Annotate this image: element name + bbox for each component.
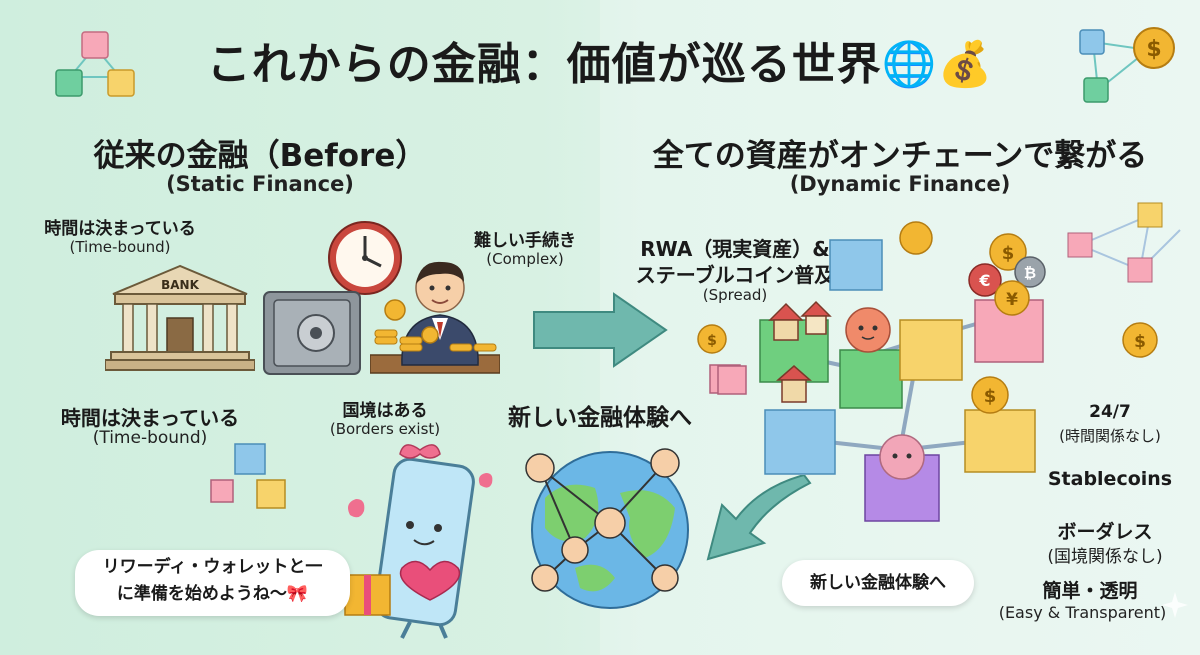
left-subheading: (Static Finance) xyxy=(166,172,354,196)
coin-right-edge-icon: $ xyxy=(1122,322,1158,358)
coin-bitcoin-text: ₿ xyxy=(1024,264,1036,282)
arrow-right-icon xyxy=(533,292,668,368)
globe-network-icon xyxy=(525,448,689,609)
sparkle-icon xyxy=(1162,592,1188,618)
speech-left-line2: に準備を始めようね〜🎀 xyxy=(116,584,309,604)
safe-icon xyxy=(263,291,361,375)
label-complex: 難しい手続き xyxy=(474,231,576,251)
arrow-curved-back-icon xyxy=(706,475,812,561)
blockchain-network-icon: $ € ₿ ¥ $ $ xyxy=(699,221,1046,522)
coin-right-edge-text: $ xyxy=(1134,332,1146,352)
label-time-bound-bottom-en: (Time-bound) xyxy=(92,428,208,448)
coin-euro-text: € xyxy=(978,271,990,290)
label-time-bound-top: 時間は決まっている xyxy=(44,219,196,239)
coin-dollar-text: $ xyxy=(1002,243,1015,264)
label-stablecoins: Stablecoins xyxy=(1047,468,1173,490)
cube-pink-small-icon xyxy=(717,365,747,395)
label-rwa-en: (Spread) xyxy=(702,286,768,304)
speech-bubble-left: リワーディ・ウォレットと一 に準備を始めようね〜🎀 xyxy=(75,550,350,616)
label-rwa-line1: RWA（現実資産）& xyxy=(640,237,830,261)
label-easy-en: (Easy & Transparent) xyxy=(998,603,1167,622)
coin-small-left-text: $ xyxy=(707,333,717,349)
cube-network-right-icon xyxy=(1067,202,1181,283)
cube-cluster-bottom-left-icon xyxy=(210,443,286,509)
coin-small-left-icon: $ xyxy=(697,324,727,354)
right-heading: 全ての資産がオンチェーンで繋がる xyxy=(652,138,1148,174)
clock-icon xyxy=(328,221,402,295)
coin-yen-text: ¥ xyxy=(1006,290,1018,310)
main-title: これからの金融：価値が巡る世界🌐💰 xyxy=(206,39,994,90)
label-new-experience: 新しい金融体験へ xyxy=(508,405,692,431)
wallet-phone-character-icon xyxy=(344,444,493,639)
businessman-icon xyxy=(370,261,500,374)
coin-dollar-text-2: $ xyxy=(984,386,997,407)
bank-building-icon: BANK xyxy=(105,264,255,371)
right-subheading: (Dynamic Finance) xyxy=(789,172,1011,196)
cube-coin-cluster-top-right-icon: $ xyxy=(1079,27,1175,103)
label-complex-en: (Complex) xyxy=(486,250,564,268)
label-rwa-line2: ステーブルコイン普及 xyxy=(635,263,835,287)
bank-sign-text: BANK xyxy=(161,278,199,292)
label-borderless: ボーダレス xyxy=(1057,521,1153,543)
speech-left-line1: リワーディ・ウォレットと一 xyxy=(102,557,323,577)
label-time-bound-bottom: 時間は決まっている xyxy=(60,406,240,430)
label-247: 24/7 xyxy=(1089,402,1131,422)
speech-right-text: 新しい金融体験へ xyxy=(810,573,946,593)
cube-cluster-top-left-icon xyxy=(55,31,135,97)
left-heading: 従来の金融（Before） xyxy=(93,138,427,174)
label-247-sub: (時間関係なし) xyxy=(1059,427,1161,445)
label-easy: 簡単・透明 xyxy=(1042,580,1138,602)
label-borders-en: (Borders exist) xyxy=(329,420,441,438)
speech-bubble-right: 新しい金融体験へ xyxy=(782,560,974,606)
label-time-bound-top-en: (Time-bound) xyxy=(69,238,171,256)
dollar-coin-label: $ xyxy=(1146,37,1161,62)
label-borderless-sub: (国境関係なし) xyxy=(1047,547,1163,567)
label-borders: 国境はある xyxy=(342,401,428,421)
